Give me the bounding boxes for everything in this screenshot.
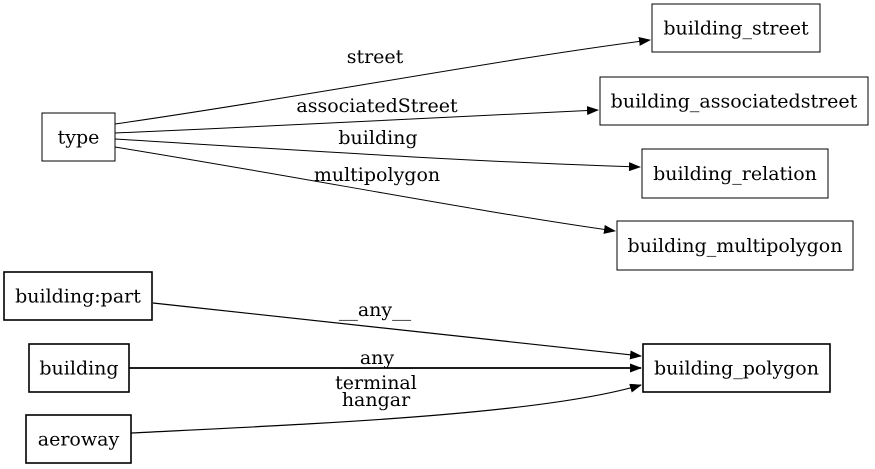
edge-type-to-building-street: [114, 36, 651, 125]
edge-type-to-building-associatedstreet: [114, 106, 599, 134]
edge-type-to-building-relation: [114, 138, 641, 172]
node-label-building-street: building_street: [663, 17, 809, 39]
node-label-building-relation: building_relation: [653, 163, 817, 185]
edge-label-type-to-building-multipolygon-0: multipolygon: [314, 164, 440, 186]
node-label-aeroway: aeroway: [38, 428, 120, 450]
edge-type-to-building-multipolygon: [114, 146, 616, 234]
node-building-multipolygon: [616, 220, 854, 271]
node-label-building: building: [39, 357, 118, 379]
edge-label-type-to-building-street-0: street: [347, 46, 404, 68]
edge-building-part-to-building-polygon: [152, 302, 642, 360]
edge-label-aeroway-to-building-polygon-1: hangar: [342, 389, 411, 411]
node-label-building-part: building:part: [15, 285, 141, 307]
node-aeroway: [25, 414, 132, 464]
edge-aeroway-to-building-polygon: [130, 383, 642, 434]
edge-label-type-to-building-relation-0: building: [338, 127, 417, 149]
edge-labels-layer: street associatedStreet building multipolyg…: [296, 46, 458, 411]
edges-layer: [114, 36, 651, 434]
node-label-type: type: [58, 126, 100, 148]
node-building-associatedstreet: [599, 76, 869, 126]
node-building: [28, 343, 130, 393]
node-label-building-multipolygon: building_multipolygon: [628, 235, 843, 257]
node-label-building-associatedstreet: building_associatedstreet: [611, 90, 858, 112]
node-building-relation: [641, 148, 829, 199]
node-type: [41, 112, 116, 162]
nodes-layer: type building_street building_associatedst…: [3, 3, 869, 464]
edge-label-aeroway-to-building-polygon-0: terminal: [335, 372, 417, 394]
node-building-street: [651, 3, 821, 53]
edge-label-building-part-to-building-polygon-0: __any__: [339, 299, 412, 321]
edge-label-building-to-building-polygon-0: __any__: [341, 347, 414, 369]
edge-label-type-to-building-associatedstreet-0: associatedStreet: [296, 95, 458, 117]
node-building-part: [3, 271, 153, 321]
node-label-building-polygon: building_polygon: [654, 357, 819, 379]
node-building-polygon: [642, 343, 831, 393]
